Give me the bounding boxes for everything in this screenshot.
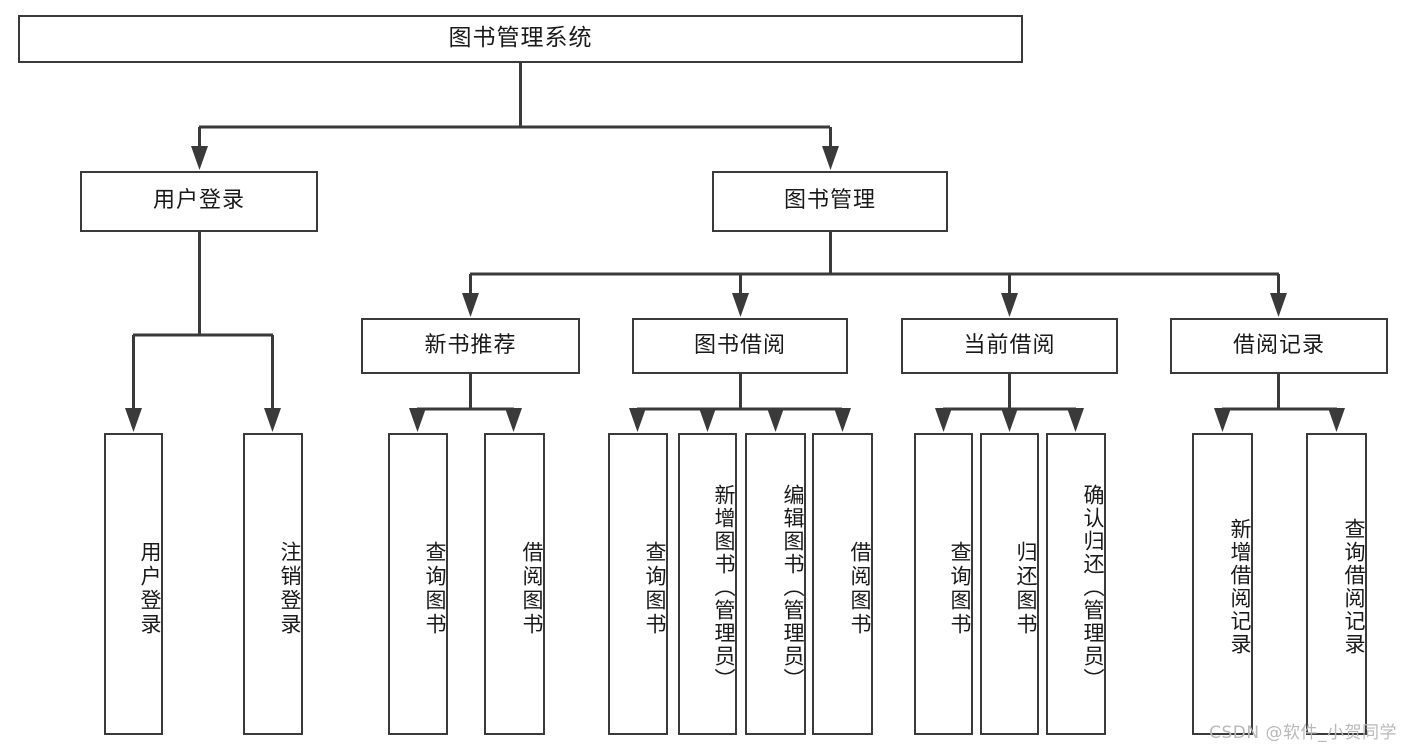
node-label: 查询借阅记录 [1342, 518, 1366, 656]
node-root-book-management-system[interactable]: 图书管理系统 [18, 15, 1023, 63]
arrowhead-user-login [191, 146, 208, 170]
node-label: 用户登录 [138, 541, 162, 637]
node-label: 借阅记录 [1232, 332, 1325, 358]
leaf-borrow-books[interactable]: 借阅图书 [812, 433, 873, 735]
arrowhead-records [1270, 293, 1287, 317]
node-label: 归还图书 [1014, 541, 1038, 637]
leaf-add-book-admin[interactable]: 新增图书（管理员） [678, 433, 737, 735]
leaf-return-books[interactable]: 归还图书 [980, 433, 1039, 735]
arrowhead-leaf-7 [834, 408, 851, 432]
node-label: 注销登录 [278, 541, 302, 637]
leaf-query-books-current[interactable]: 查询图书 [914, 433, 973, 735]
node-book-management[interactable]: 图书管理 [712, 171, 948, 232]
node-label: 图书管理 [783, 188, 876, 214]
leaf-user-login[interactable]: 用户登录 [104, 433, 163, 735]
arrowhead-leaf-4 [629, 408, 646, 432]
arrowhead-leaf-6 [767, 408, 784, 432]
node-user-login[interactable]: 用户登录 [80, 171, 318, 232]
node-label: 当前借阅 [963, 332, 1056, 358]
node-label: 新书推荐 [424, 332, 517, 358]
arrowhead-leaf-5 [699, 408, 716, 432]
arrowhead-leaf-8 [935, 408, 952, 432]
node-label: 编辑图书（管理员） [781, 483, 805, 691]
node-label: 查询图书 [948, 541, 972, 637]
leaf-add-borrow-record[interactable]: 新增借阅记录 [1192, 433, 1253, 735]
arrowhead-current [1001, 293, 1018, 317]
node-label: 新增图书（管理员） [712, 483, 736, 691]
leaf-edit-book-admin[interactable]: 编辑图书（管理员） [745, 433, 806, 735]
csdn-watermark: CSDN @软件_小贺同学 [1209, 723, 1397, 743]
leaf-confirm-return-admin[interactable]: 确认归还（管理员） [1046, 433, 1106, 735]
node-current-borrowing[interactable]: 当前借阅 [901, 318, 1118, 374]
arrowhead-leaf-11 [1214, 408, 1231, 432]
node-label: 图书管理系统 [448, 25, 593, 52]
leaf-query-books-newbook[interactable]: 查询图书 [388, 433, 448, 735]
arrowhead-new-book [462, 293, 479, 317]
node-label: 查询图书 [643, 541, 667, 637]
arrowhead-book-mgmt [822, 146, 839, 170]
node-label: 新增借阅记录 [1228, 518, 1252, 656]
node-label: 确认归还（管理员） [1081, 483, 1105, 691]
node-new-book-recommendation[interactable]: 新书推荐 [361, 318, 580, 374]
arrowhead-leaf-2 [409, 408, 426, 432]
node-label: 借阅图书 [848, 541, 872, 637]
node-label: 用户登录 [152, 188, 245, 214]
arrowhead-leaf-10 [1067, 408, 1084, 432]
arrowhead-leaf-1 [264, 408, 281, 432]
leaf-query-books-borrow[interactable]: 查询图书 [608, 433, 668, 735]
leaf-query-borrow-record[interactable]: 查询借阅记录 [1306, 433, 1367, 735]
node-label: 借阅图书 [520, 541, 544, 637]
node-label: 图书借阅 [693, 332, 786, 358]
node-label: 查询图书 [423, 541, 447, 637]
leaf-borrow-books-newbook[interactable]: 借阅图书 [484, 433, 545, 735]
leaf-logout[interactable]: 注销登录 [243, 433, 303, 735]
arrowhead-leaf-0 [125, 408, 142, 432]
arrowhead-leaf-3 [505, 408, 522, 432]
arrowhead-leaf-9 [1001, 408, 1018, 432]
node-book-borrowing[interactable]: 图书借阅 [632, 318, 848, 374]
node-borrowing-records[interactable]: 借阅记录 [1170, 318, 1388, 374]
arrowhead-leaf-12 [1328, 408, 1345, 432]
arrowhead-borrow [732, 293, 749, 317]
